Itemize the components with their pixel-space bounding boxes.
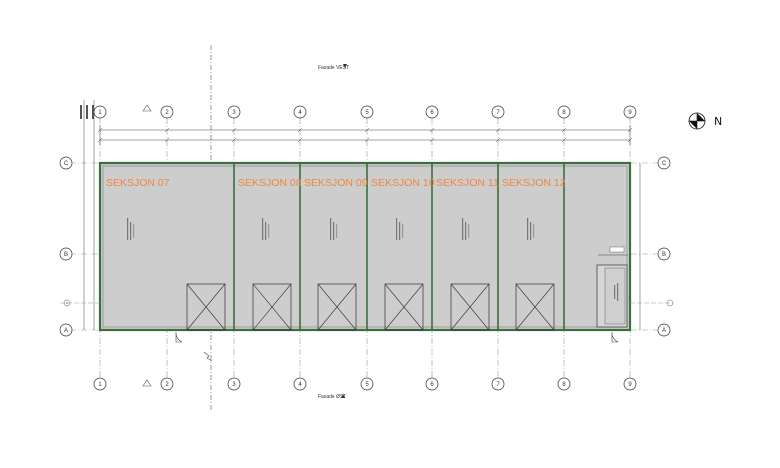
svg-text:1: 1 [98,110,102,116]
svg-text:B: B [64,252,68,258]
svg-text:4: 4 [298,382,302,388]
grid-bubble-top-8: 8 [557,105,571,119]
grid-bubble-bottom-1: 1 [93,377,107,391]
svg-text:9: 9 [628,382,632,388]
grid-bubble-right-C: C [657,156,671,170]
svg-text:5: 5 [365,382,369,388]
garage-door-icon [515,283,555,331]
partition-walls [233,163,565,330]
svg-text:7: 7 [496,382,500,388]
row-marker: D [60,299,674,307]
dimension-lines [83,100,641,330]
inner-wall-outline [102,165,628,328]
grid-bubble-bottom-8: 8 [557,377,571,391]
door-swing-icon [175,331,619,343]
grid-bubble-right-B: B [657,247,671,261]
dimension-ticks [97,127,633,143]
svg-text:8: 8 [562,382,566,388]
section-label: SEKSJON 11 [436,177,499,189]
svg-text:6: 6 [430,382,434,388]
svg-text:7: 7 [496,110,500,116]
grid-bubble-bottom-6: 6 [425,377,439,391]
garage-door-icon [450,283,490,331]
grid-bubble-top-5: 5 [360,105,374,119]
section-label: SEKSJON 08 [238,177,302,189]
grid-bubble-bottom-2: 2 [160,377,174,391]
garage-door-icon [252,283,292,331]
section-label: SEKSJON 07 [106,177,170,189]
facade-top-arrow [343,64,347,68]
north-label: N [714,115,722,128]
svg-text:B: B [662,252,666,258]
svg-text:2: 2 [165,382,169,388]
section-label: SEKSJON 10 [371,177,435,189]
grid-bubble-top-9: 9 [623,105,637,119]
section-markers [142,104,213,387]
facade-top-label: Fasade VEST [318,65,349,71]
svg-text:8: 8 [562,110,566,116]
garage-door-icon [384,283,424,331]
facade-bottom-label: Fasade ØST [318,394,346,400]
svg-text:5: 5 [365,110,369,116]
grid-bubble-right-A: A [657,323,671,337]
grid-bubble-top-6: 6 [425,105,439,119]
svg-text:6: 6 [430,110,434,116]
svg-text:3: 3 [232,382,236,388]
grid-bubble-top-4: 4 [293,105,307,119]
grid-bubble-bottom-5: 5 [360,377,374,391]
grid-bubble-bottom-3: 3 [227,377,241,391]
svg-text:C: C [64,161,69,167]
grid-bubble-top-7: 7 [491,105,505,119]
svg-text:1: 1 [98,382,102,388]
grid-bubble-top-3: 3 [227,105,241,119]
grid-bubble-bottom-9: 9 [623,377,637,391]
grid-bubble-left-C: C [59,156,73,170]
svg-text:2: 2 [165,110,169,116]
svg-text:4: 4 [298,110,302,116]
building-floor [98,161,632,332]
garage-door-icon [186,283,226,331]
level-annotation [80,105,94,119]
svg-text:9: 9 [628,110,632,116]
small-room [596,246,628,328]
svg-text:A: A [64,328,68,334]
facade-bottom-arrow [341,394,345,398]
grid-bubble-top-2: 2 [160,105,174,119]
svg-text:C: C [662,161,667,167]
north-arrow-icon [688,112,706,130]
section-label: SEKSJON 09 [304,177,368,189]
grid-bubble-bottom-4: 4 [293,377,307,391]
svg-text:3: 3 [232,110,236,116]
grid-bubble-bottom-7: 7 [491,377,505,391]
garage-doors [186,283,555,331]
svg-text:A: A [662,328,666,334]
grid-bubble-left-B: B [59,247,73,261]
grid-bubble-left-A: A [59,323,73,337]
grid-bubble-top-1: 1 [93,105,107,119]
garage-door-icon [317,283,357,331]
room-annotations [127,218,619,301]
section-label: SEKSJON 12 [502,177,566,189]
